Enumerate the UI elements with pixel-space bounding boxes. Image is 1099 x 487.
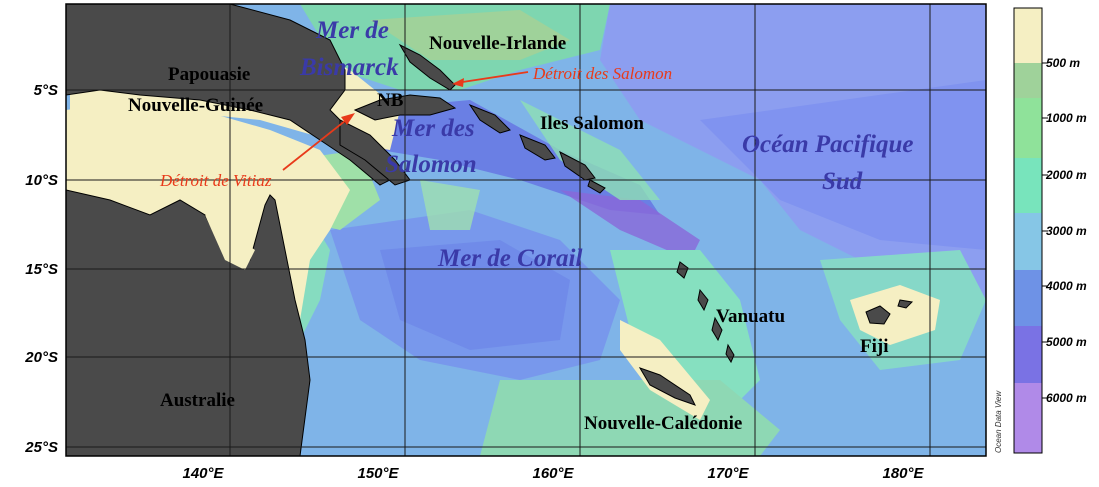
lat-tick: 5°S (34, 82, 58, 99)
colorbar-segment (1014, 8, 1042, 63)
label-mer-de-bismarck-line2: Bismarck (299, 54, 399, 81)
lon-tick: 140°E (182, 465, 224, 482)
lon-tick: 160°E (532, 465, 574, 482)
label-iles-salomon: Iles Salomon (540, 113, 644, 134)
label-papouasie: Papouasie (168, 64, 250, 85)
lat-tick: 10°S (25, 172, 58, 189)
arrow-detroit-de-vitiaz (282, 116, 351, 171)
colorbar-segment (1014, 270, 1042, 326)
colorbar-label: 5000 m (1046, 335, 1087, 349)
lon-tick: 180°E (882, 465, 924, 482)
arrow-detroit-des-salomon (455, 71, 529, 84)
colorbar-segment (1014, 213, 1042, 270)
map-frame (65, 3, 987, 457)
colorbar-segment (1014, 158, 1042, 213)
label-mer-de-bismarck-line1: Mer de (315, 17, 389, 44)
label-fiji: Fiji (860, 336, 889, 357)
label-mer-de-corail: Mer de Corail (437, 245, 583, 272)
colorbar-segment (1014, 326, 1042, 383)
label-nouvelle-guinee: Nouvelle-Guinée (128, 95, 263, 116)
label-australie: Australie (160, 390, 235, 411)
label-detroit-des-salomon: Détroit des Salomon (532, 64, 672, 83)
latitude-axis: 5°S 10°S 15°S 20°S 25°S (24, 82, 58, 456)
colorbar-label: 500 m (1046, 56, 1080, 70)
map-grid (66, 4, 986, 456)
label-mer-des-salomon-line2: Salomon (385, 151, 477, 178)
lat-tick: 25°S (24, 439, 58, 456)
colorbar-label: 6000 m (1046, 391, 1087, 405)
colorbar-label: 4000 m (1045, 279, 1087, 293)
arrowhead-detroit-de-vitiaz (341, 113, 355, 125)
arrowhead-detroit-des-salomon (452, 78, 464, 87)
label-detroit-de-vitiaz: Détroit de Vitiaz (159, 171, 272, 190)
colorbar-segment (1014, 383, 1042, 453)
credit-text: Ocean Data View (994, 390, 1003, 453)
label-ocean-pacifique-sud-line1: Océan Pacifique (742, 131, 913, 158)
label-nouvelle-caledonie: Nouvelle-Calédonie (584, 413, 742, 434)
map-area (66, 4, 986, 456)
colorbar-label: 2000 m (1045, 168, 1087, 182)
label-mer-des-salomon-line1: Mer des (391, 115, 475, 142)
label-nb: NB (377, 90, 404, 111)
lon-tick: 170°E (707, 465, 749, 482)
colorbar-label: 1000 m (1046, 111, 1087, 125)
label-ocean-pacifique-sud-line2: Sud (822, 168, 863, 195)
longitude-axis: 140°E 150°E 160°E 170°E 180°E (182, 465, 924, 482)
lon-tick: 150°E (357, 465, 399, 482)
lat-tick: 15°S (25, 261, 58, 278)
colorbar-label: 3000 m (1046, 224, 1087, 238)
lat-tick: 20°S (24, 349, 58, 366)
label-vanuatu: Vanuatu (716, 306, 785, 327)
label-nouvelle-irlande: Nouvelle-Irlande (429, 33, 566, 54)
colorbar-segment (1014, 63, 1042, 98)
depth-colorbar: 500 m 1000 m 2000 m 3000 m 4000 m 5000 m… (1013, 7, 1087, 454)
colorbar-segment (1014, 98, 1042, 158)
